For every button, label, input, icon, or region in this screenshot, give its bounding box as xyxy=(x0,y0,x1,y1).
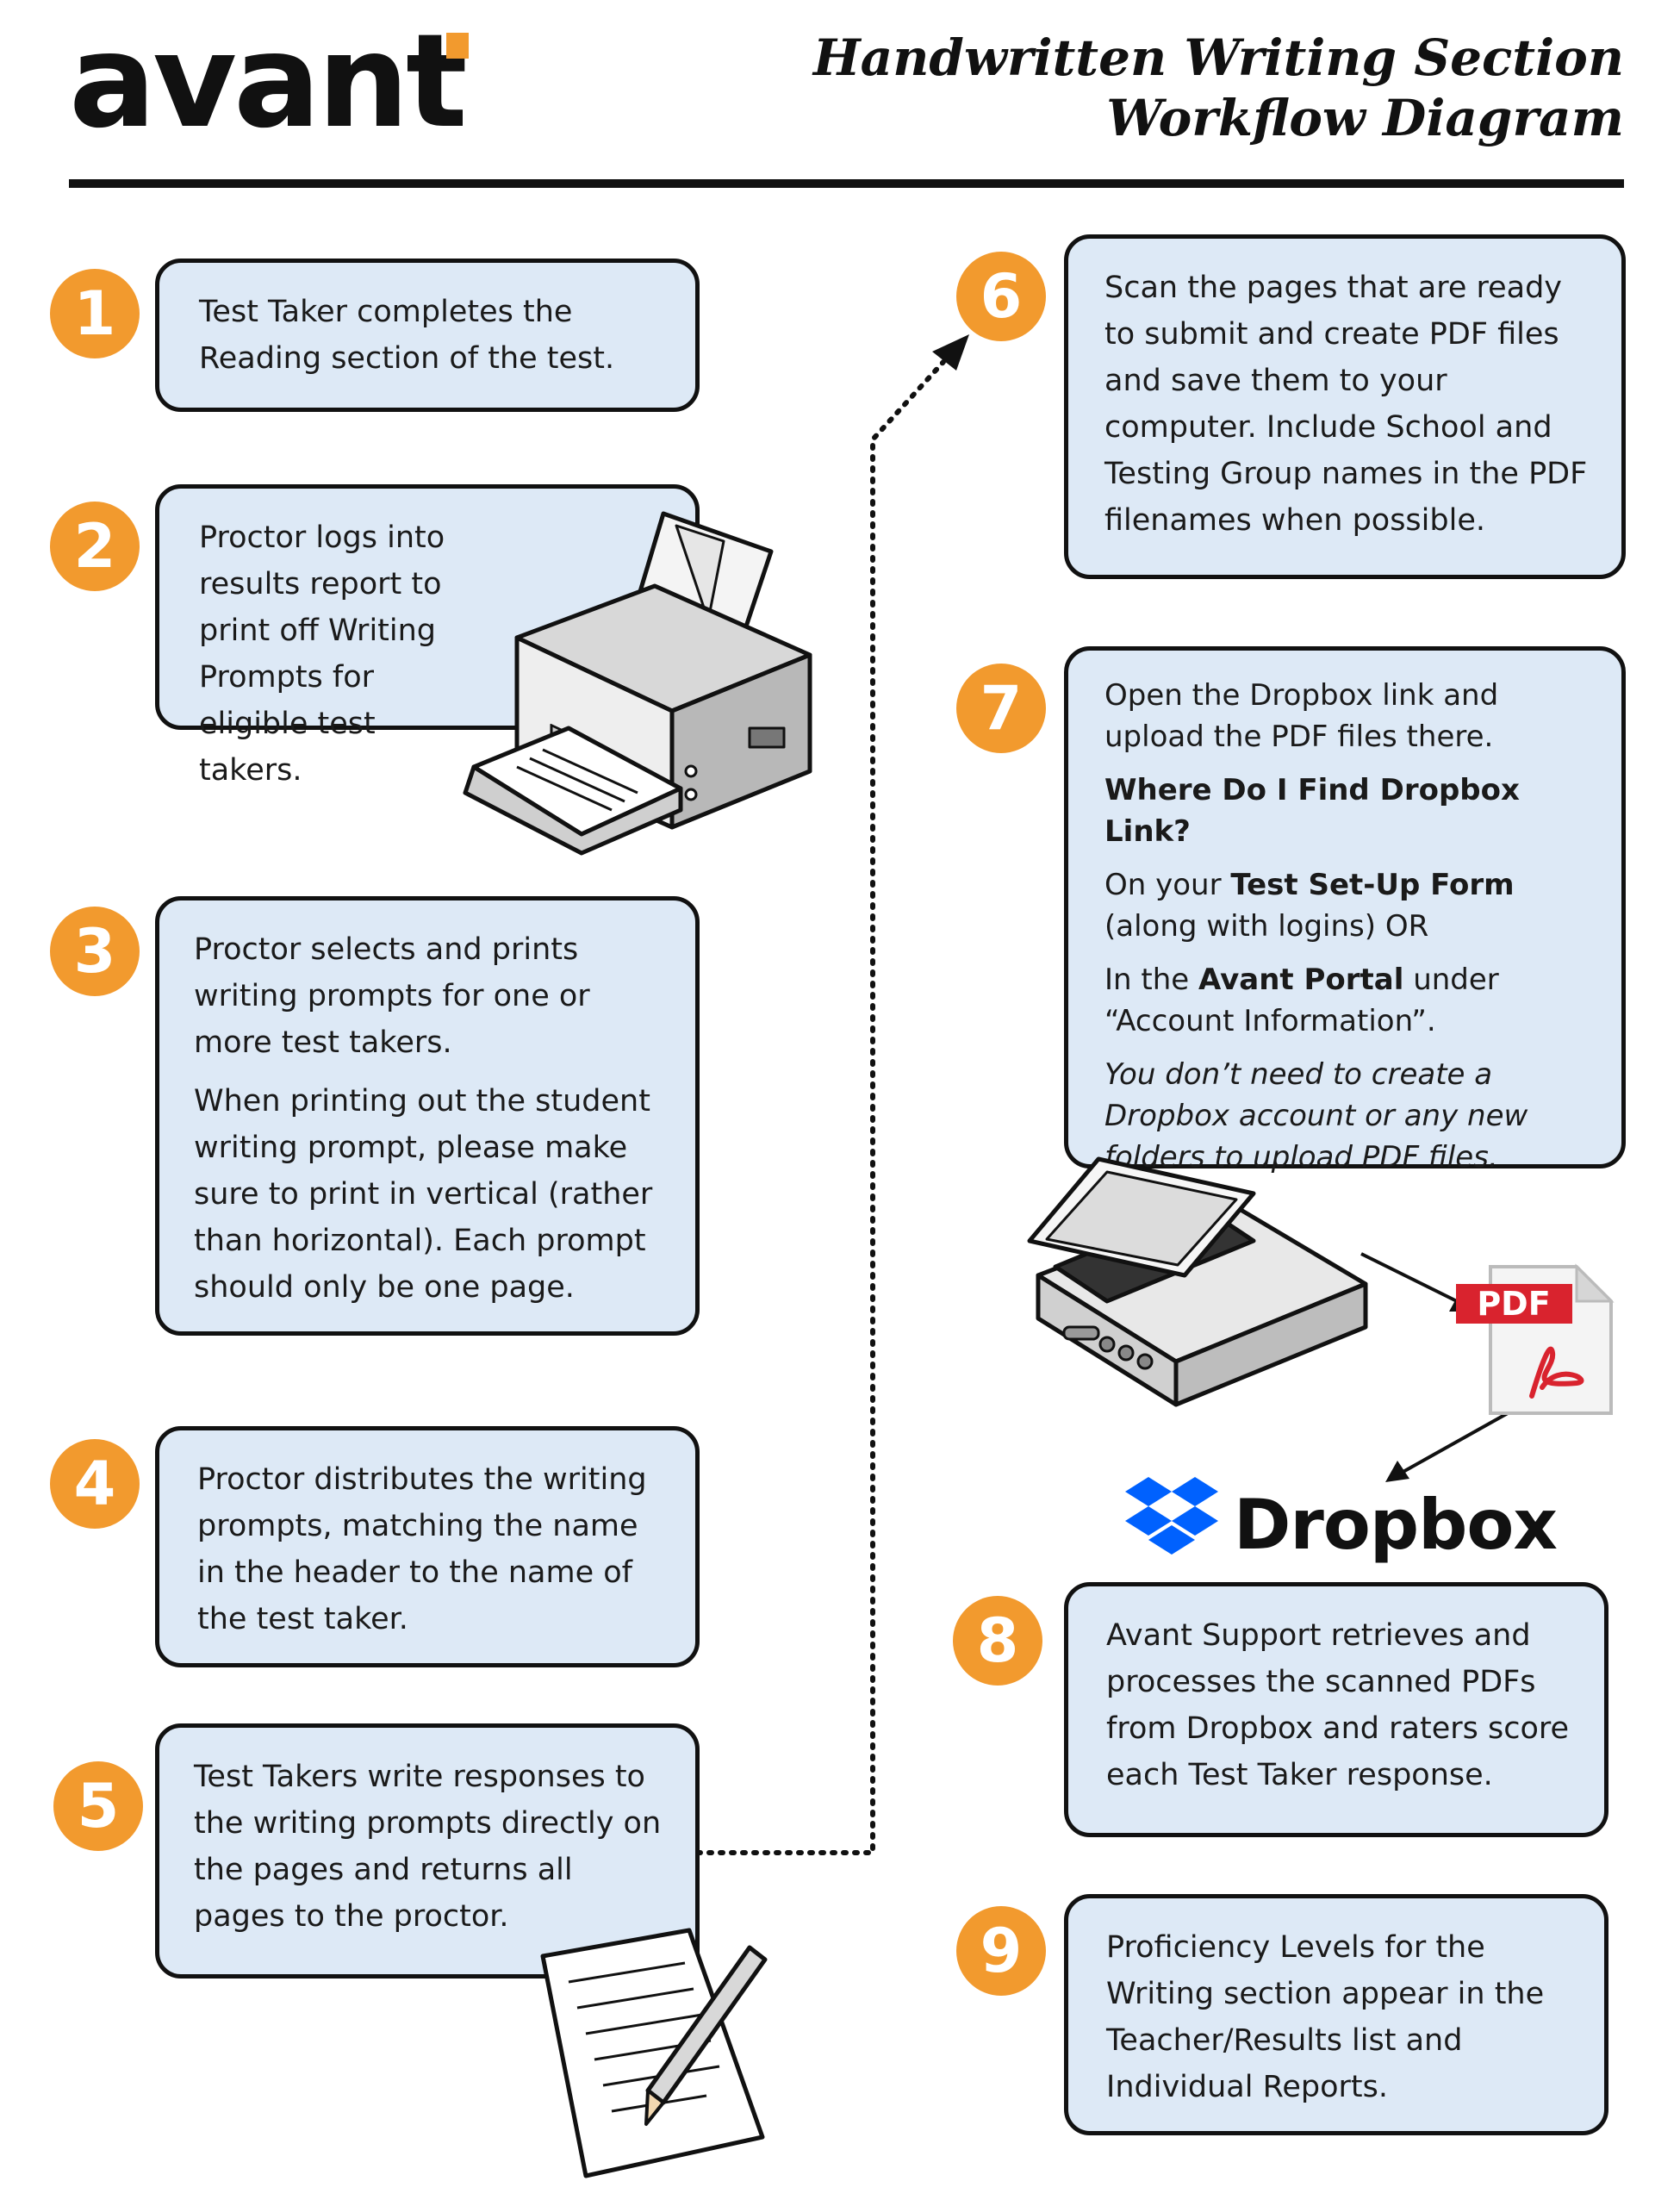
step-1-badge: 1 xyxy=(50,269,140,358)
step-4-box: Proctor distributes the writing prompts,… xyxy=(155,1426,700,1667)
step-2-text: Proctor logs into results report to prin… xyxy=(199,520,445,788)
step-6-badge: 6 xyxy=(956,252,1046,341)
step-8-box: Avant Support retrieves and processes th… xyxy=(1064,1582,1608,1837)
step-3-box: Proctor selects and prints writing promp… xyxy=(155,896,700,1336)
pdf-label: PDF xyxy=(1477,1285,1550,1323)
step-7-note: You don’t need to create a Dropbox accou… xyxy=(1104,1057,1528,1175)
step-1-text: Test Taker completes the Reading section… xyxy=(199,295,615,376)
svg-text:avant: avant xyxy=(69,12,465,141)
step-9-box: Proficiency Levels for the Writing secti… xyxy=(1064,1894,1608,2135)
step-5-badge: 5 xyxy=(53,1761,143,1851)
step-7-line-1: On your Test Set-Up Form (along with log… xyxy=(1104,868,1515,944)
step-1-box: Test Taker completes the Reading section… xyxy=(155,259,700,412)
step-7-line-2: In the Avant Portal under “Account Infor… xyxy=(1104,963,1499,1038)
step-9-badge: 9 xyxy=(956,1906,1046,1996)
step-7-question: Where Do I Find Dropbox Link? xyxy=(1104,773,1520,849)
paper-pencil-icon xyxy=(540,1928,768,2178)
step-3-text: Proctor selects and prints writing promp… xyxy=(194,932,590,1060)
scanner-icon xyxy=(1027,1156,1368,1407)
step-2-box: Proctor logs into results report to prin… xyxy=(155,484,700,788)
step-5-box: Test Takers write responses to the writi… xyxy=(155,1723,700,1979)
step-4-badge: 4 xyxy=(50,1439,140,1529)
step-7-badge: 7 xyxy=(956,664,1046,753)
header-divider xyxy=(69,179,1624,188)
step-8-text: Avant Support retrieves and processes th… xyxy=(1106,1618,1570,1792)
step-7-text: Open the Dropbox link and upload the PDF… xyxy=(1104,678,1499,754)
step-6-text: Scan the pages that are ready to submit … xyxy=(1104,271,1588,538)
step-6-box: Scan the pages that are ready to submit … xyxy=(1064,234,1626,579)
step-8-badge: 8 xyxy=(953,1596,1042,1686)
title-line-1: Handwritten Writing Section xyxy=(812,28,1624,87)
pdf-file-icon: PDF xyxy=(1456,1263,1615,1415)
step-5-text: Test Takers write responses to the writi… xyxy=(194,1760,662,1934)
page-title: Handwritten Writing Section Workflow Dia… xyxy=(813,28,1624,148)
step-9-text: Proficiency Levels for the Writing secti… xyxy=(1106,1930,1545,2104)
step-3-badge: 3 xyxy=(50,907,140,996)
dropbox-wordmark: Dropbox xyxy=(1234,1485,1558,1565)
logo-accent-mark xyxy=(446,33,469,59)
avant-logo: avant xyxy=(69,12,469,141)
step-7-box: Open the Dropbox link and upload the PDF… xyxy=(1064,646,1626,1175)
dropbox-icon xyxy=(1125,1477,1218,1555)
step-2-badge: 2 xyxy=(50,502,140,591)
printer-icon xyxy=(463,511,812,856)
step-4-text: Proctor distributes the writing prompts,… xyxy=(197,1462,647,1636)
step-3-note: When printing out the student writing pr… xyxy=(194,1084,653,1305)
title-line-2: Workflow Diagram xyxy=(1106,89,1624,147)
